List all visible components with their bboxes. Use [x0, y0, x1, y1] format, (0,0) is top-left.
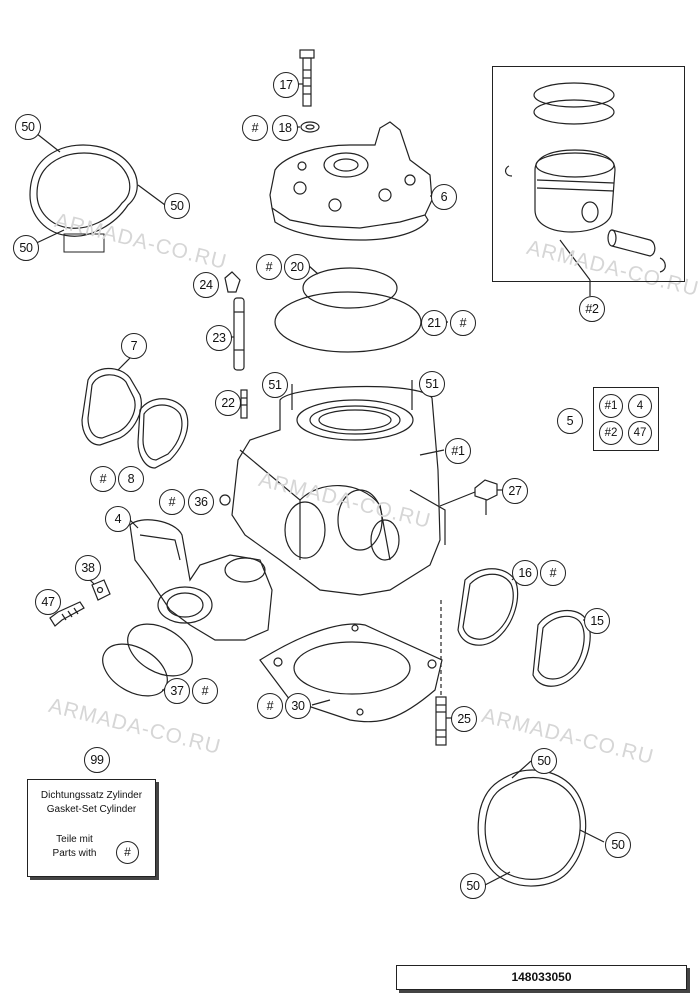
base-stud — [435, 600, 452, 746]
cylinder-studs — [232, 380, 413, 419]
callout-37-hash[interactable]: # — [192, 678, 218, 704]
callout-51-b[interactable]: 51 — [419, 371, 445, 397]
callout-20-hash[interactable]: # — [256, 254, 282, 280]
piston-group-frame — [492, 66, 685, 282]
set-item[interactable]: #2 — [599, 421, 623, 445]
side-cover — [457, 568, 591, 687]
callout-27[interactable]: 27 — [502, 478, 528, 504]
callout-20[interactable]: 20 — [284, 254, 310, 280]
callout-8[interactable]: 8 — [118, 466, 144, 492]
callout-15[interactable]: 15 — [584, 608, 610, 634]
callout-16-hash[interactable]: # — [540, 560, 566, 586]
cylinder — [231, 385, 446, 596]
callout-51-a[interactable]: 51 — [262, 372, 288, 398]
callout-50-f[interactable]: 50 — [460, 873, 486, 899]
callout-30-hash[interactable]: # — [257, 693, 283, 719]
callout-50-d[interactable]: 50 — [531, 748, 557, 774]
callout-99[interactable]: 99 — [84, 747, 110, 773]
callout-50-b[interactable]: 50 — [164, 193, 190, 219]
o-ring-36 — [219, 494, 231, 506]
callout-21-hash[interactable]: # — [450, 310, 476, 336]
set-item[interactable]: 4 — [628, 394, 652, 418]
callout-36[interactable]: 36 — [188, 489, 214, 515]
callout-38[interactable]: 38 — [75, 555, 101, 581]
callout-hash-2[interactable]: #2 — [579, 296, 605, 322]
callout-21[interactable]: 21 — [421, 310, 447, 336]
gasket-kit-box: Dichtungssatz Zylinder Gasket-Set Cylind… — [27, 779, 156, 877]
cylinder-head — [269, 121, 443, 241]
piston-group — [505, 82, 666, 296]
set-item[interactable]: 47 — [628, 421, 652, 445]
cylinder-base-gasket — [259, 623, 443, 723]
intake-manifold — [127, 517, 273, 641]
callout-17[interactable]: 17 — [273, 72, 299, 98]
callout-hash-1[interactable]: #1 — [445, 438, 471, 464]
callout-37[interactable]: 37 — [164, 678, 190, 704]
coolant-fitting — [224, 271, 245, 371]
callout-8-hash[interactable]: # — [90, 466, 116, 492]
callout-30[interactable]: 30 — [285, 693, 311, 719]
kit-parts-de: Teile mit — [56, 834, 93, 845]
callout-5[interactable]: 5 — [557, 408, 583, 434]
drain-nut — [439, 479, 503, 515]
callout-22[interactable]: 22 — [215, 390, 241, 416]
callout-25[interactable]: 25 — [451, 706, 477, 732]
callout-50-a[interactable]: 50 — [15, 114, 41, 140]
callout-16[interactable]: 16 — [512, 560, 538, 586]
kit-parts-en: Parts with — [52, 848, 97, 859]
callout-36-hash[interactable]: # — [159, 489, 185, 515]
kit-label-de: Dichtungssatz Zylinder — [40, 790, 143, 801]
callout-7[interactable]: 7 — [121, 333, 147, 359]
callout-18-hash[interactable]: # — [242, 115, 268, 141]
diagram-id: 148033050 — [396, 965, 687, 990]
kit-symbol: # — [116, 841, 139, 864]
callout-23[interactable]: 23 — [206, 325, 232, 351]
callout-6[interactable]: 6 — [431, 184, 457, 210]
callout-4[interactable]: 4 — [105, 506, 131, 532]
callout-18[interactable]: 18 — [272, 115, 298, 141]
kit-label-en: Gasket-Set Cylinder — [46, 804, 137, 815]
set-item[interactable]: #1 — [599, 394, 623, 418]
callout-50-e[interactable]: 50 — [605, 832, 631, 858]
cover-gasket-bottom — [477, 760, 605, 887]
callout-47[interactable]: 47 — [35, 589, 61, 615]
set-contents-box: #1 4 #2 47 — [593, 387, 659, 451]
head-bolt — [296, 49, 320, 133]
callout-24[interactable]: 24 — [193, 272, 219, 298]
exhaust-valve-cover — [81, 357, 189, 469]
callout-50-c[interactable]: 50 — [13, 235, 39, 261]
